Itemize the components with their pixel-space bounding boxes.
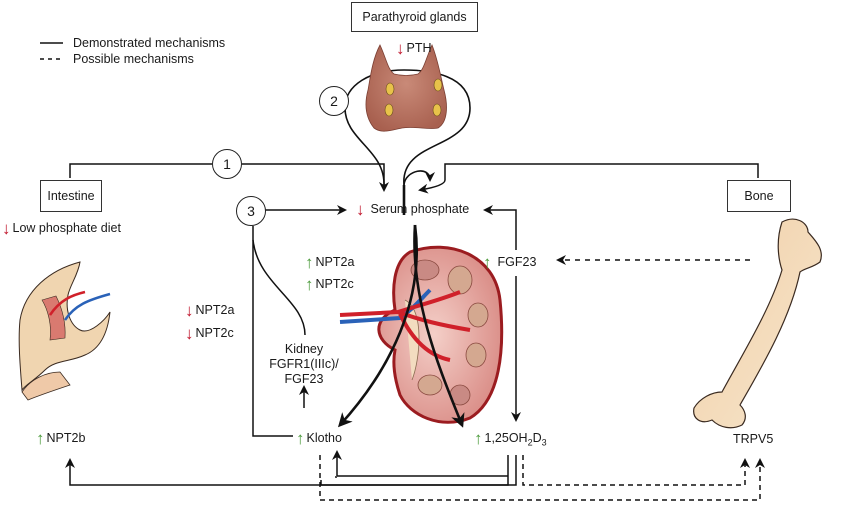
intestine-illustration [18, 261, 111, 401]
pathway-1-number: 1 [223, 156, 231, 172]
serum-phosphate-label: Serum phosphate [370, 202, 470, 216]
down-arrow-icon: ↓ [356, 200, 365, 219]
up-arrow-icon: ↑ [483, 253, 492, 272]
pth-label: PTH [406, 41, 432, 55]
npt2b-label: NPT2b [46, 431, 86, 445]
kidney-illustration [339, 245, 504, 424]
kidney-pathway-arrows [337, 185, 465, 428]
left-npt2a-label: NPT2a [195, 303, 235, 317]
pathway-2-number: 2 [330, 93, 338, 109]
parathyroid-gland-nodule [385, 82, 395, 96]
pth-indicator: ↓PTH [396, 40, 432, 57]
legend-demonstrated-label: Demonstrated mechanisms [73, 36, 226, 50]
kidney-receptor-line1: Kidney [284, 342, 324, 356]
kidney-npt2c-indicator: ↑NPT2c [305, 276, 354, 293]
left-npt2c-indicator: ↓NPT2c [185, 325, 234, 342]
low-phosphate-diet-label: Low phosphate diet [12, 221, 121, 235]
pathway-1-lines [69, 163, 759, 194]
kidney-npt2a-indicator: ↑NPT2a [305, 254, 354, 271]
pathway-3-circle: 3 [236, 196, 266, 226]
intestine-box: Intestine [40, 180, 102, 212]
bone-label: Bone [744, 189, 774, 203]
klotho-label: Klotho [306, 431, 342, 445]
down-arrow-icon: ↓ [185, 301, 194, 320]
legend [40, 42, 63, 60]
bone-box: Bone [727, 180, 791, 212]
up-arrow-icon: ↑ [305, 253, 314, 272]
parathyroid-glands-label: Parathyroid glands [362, 10, 467, 24]
fgf23-label: FGF23 [497, 255, 537, 269]
legend-possible-label: Possible mechanisms [73, 52, 194, 66]
pathway-1-circle: 1 [212, 149, 242, 179]
npt2b-indicator: ↑NPT2b [36, 430, 85, 447]
parathyroid-illustration [365, 43, 447, 132]
parathyroid-loop [344, 69, 471, 186]
trpv5-label: TRPV5 [733, 432, 774, 446]
pathway-3-number: 3 [247, 203, 255, 219]
left-npt2a-indicator: ↓NPT2a [185, 302, 234, 319]
serum-phosphate-indicator: ↓ Serum phosphate [356, 201, 469, 218]
parathyroid-gland-nodule [384, 103, 394, 117]
bone-illustration [693, 218, 822, 429]
up-arrow-icon: ↑ [36, 429, 45, 448]
bottom-feedback-lines [65, 450, 517, 486]
vitamin-d-label: 1,25OH2D3 [484, 431, 547, 448]
fgf23-indicator: ↑ FGF23 [483, 254, 536, 271]
up-arrow-icon: ↑ [296, 429, 305, 448]
vitamin-d-sub2: 3 [541, 437, 547, 448]
vitamin-d-indicator: ↑1,25OH2D3 [474, 430, 547, 448]
up-arrow-icon: ↑ [305, 275, 314, 294]
down-arrow-icon: ↓ [396, 39, 405, 58]
klotho-indicator: ↑Klotho [296, 430, 342, 447]
down-arrow-icon: ↓ [185, 324, 194, 343]
parathyroid-glands-box: Parathyroid glands [351, 2, 478, 32]
vitamin-d-sub1: 2 [527, 437, 533, 448]
bottom-dashed-lines [319, 455, 765, 501]
down-arrow-icon: ↓ [2, 219, 11, 238]
kidney-receptor-label: Kidney FGFR1(IIIc)/ FGF23 [262, 342, 346, 387]
kidney-receptor-line2: FGFR1(IIIc)/ [269, 357, 339, 371]
kidney-npt2a-label: NPT2a [315, 255, 355, 269]
left-npt2c-label: NPT2c [195, 326, 234, 340]
renal-artery [339, 290, 471, 362]
intestine-label: Intestine [47, 189, 95, 203]
vitamin-d-mid: D [532, 431, 542, 445]
vitamin-d-main: 1,25OH [484, 431, 528, 445]
fgf23-lines [483, 205, 521, 422]
parathyroid-gland-nodule [433, 78, 443, 92]
pathway-2-circle: 2 [319, 86, 349, 116]
parathyroid-gland-nodule [432, 103, 442, 117]
low-phosphate-diet-indicator: ↓Low phosphate diet [2, 220, 121, 237]
kidney-npt2c-label: NPT2c [315, 277, 354, 291]
up-arrow-icon: ↑ [474, 429, 483, 448]
pathway-3-lines [252, 205, 347, 437]
kidney-receptor-line3: FGF23 [284, 372, 324, 386]
